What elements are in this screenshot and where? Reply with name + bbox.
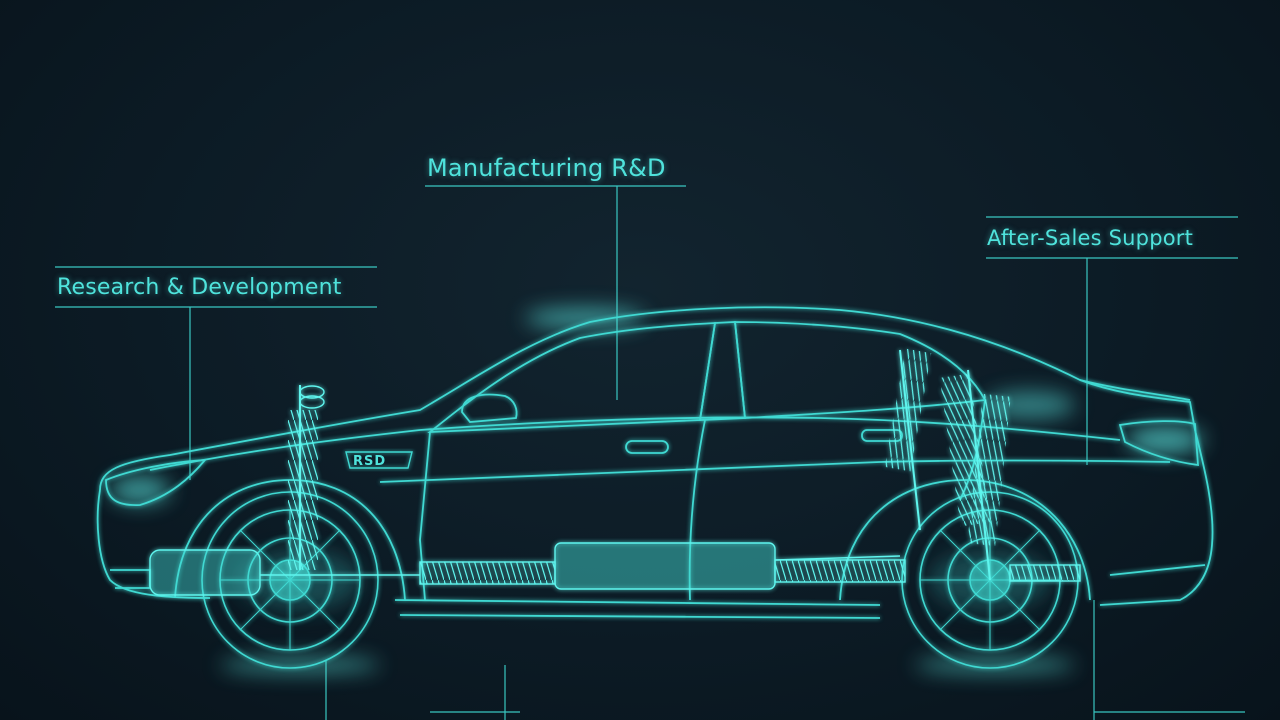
fender-badge-text: RSD — [353, 454, 386, 469]
rocker-panel — [394, 599, 881, 619]
front-motor — [149, 549, 261, 596]
drivetrain — [149, 542, 1081, 596]
front-window — [427, 322, 717, 434]
fender-badge — [345, 451, 413, 469]
belt-line — [379, 459, 1171, 483]
rear-suspension-2 — [939, 369, 1011, 581]
front-handle — [625, 440, 669, 454]
body-outline — [99, 306, 1214, 606]
callout-research-development: Research & Development — [57, 275, 342, 300]
taillight — [1118, 420, 1199, 467]
body-lower-front — [96, 489, 211, 599]
side-mirror — [461, 393, 518, 423]
b-pillar — [698, 321, 746, 421]
rear-diff — [1009, 564, 1081, 582]
callout-lines — [55, 185, 1245, 720]
headlight — [105, 458, 208, 506]
drive-shaft-rear — [774, 559, 906, 583]
trunk-line — [1079, 379, 1191, 401]
rear-bumper — [1109, 564, 1206, 576]
rear-suspension-1 — [884, 348, 932, 531]
front-suspension — [288, 385, 325, 570]
callout-manufacturing: Manufacturing R&D — [427, 154, 666, 182]
callout-after-sales: After-Sales Support — [987, 226, 1194, 250]
battery-pack — [554, 542, 776, 590]
drive-shaft-front — [419, 561, 556, 585]
